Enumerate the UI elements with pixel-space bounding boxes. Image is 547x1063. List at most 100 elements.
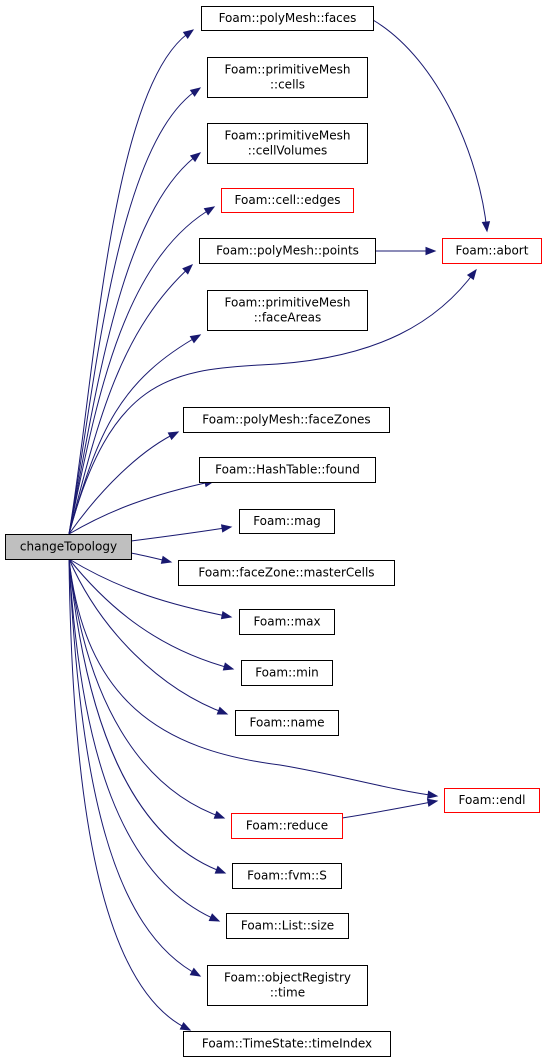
node-cellEdges[interactable]: Foam::cell::edges (221, 188, 354, 213)
node-label: Foam::List::size (241, 919, 334, 933)
node-box (207, 123, 368, 164)
edge-arrowhead (182, 29, 195, 39)
edge-line (68, 264, 193, 535)
node-label: Foam::primitiveMesh (225, 129, 351, 143)
edge-root-to-faceZones (68, 431, 180, 535)
edge-arrowhead (189, 152, 202, 163)
node-label: Foam::name (250, 716, 325, 730)
edge-line (68, 29, 194, 535)
node-box (221, 188, 354, 213)
edge-root-to-points (68, 264, 194, 535)
edge-line (68, 558, 225, 819)
edge-root-to-cells (68, 87, 202, 535)
node-faceAreas[interactable]: Foam::primitiveMesh::faceAreas (207, 290, 368, 331)
node-box (207, 290, 368, 331)
node-box (442, 238, 542, 264)
node-name[interactable]: Foam::name (235, 710, 339, 736)
edge-root-to-found (68, 478, 216, 535)
node-cells[interactable]: Foam::primitiveMesh::cells (207, 57, 368, 98)
edge-root-to-endl (68, 558, 439, 799)
node-label: Foam::primitiveMesh (225, 63, 351, 77)
node-box (199, 457, 376, 483)
edge-line (68, 152, 201, 535)
edge-line (68, 558, 438, 797)
node-cellVolumes[interactable]: Foam::primitiveMesh::cellVolumes (207, 123, 368, 164)
node-box (183, 1031, 391, 1057)
node-label: Foam::max (253, 615, 320, 629)
node-fvmS[interactable]: Foam::fvm::S (232, 863, 342, 889)
node-timeIndex[interactable]: Foam::TimeState::timeIndex (183, 1031, 391, 1057)
node-max[interactable]: Foam::max (239, 609, 335, 635)
edge-line (372, 19, 488, 232)
node-label: Foam::mag (253, 514, 321, 528)
node-label: Foam::min (255, 666, 319, 680)
edge-reduce-to-endl (341, 798, 439, 819)
node-points[interactable]: Foam::polyMesh::points (199, 238, 376, 264)
node-box (5, 534, 132, 560)
node-label: ::faceAreas (254, 311, 322, 325)
node-root[interactable]: changeTopology (5, 534, 132, 560)
node-label: ::time (270, 986, 305, 1000)
edge-arrowhead (220, 610, 233, 620)
node-masterCells[interactable]: Foam::faceZone::masterCells (178, 560, 395, 586)
node-found[interactable]: Foam::HashTable::found (199, 457, 376, 483)
node-box (239, 509, 335, 534)
edge-arrowhead (216, 706, 229, 715)
node-endl[interactable]: Foam::endl (444, 788, 540, 813)
node-label: Foam::cell::edges (235, 193, 341, 207)
node-reduce[interactable]: Foam::reduce (231, 813, 343, 839)
edge-arrowhead (466, 268, 477, 281)
node-label: Foam::abort (456, 244, 529, 258)
edge-line (68, 558, 228, 715)
node-label: Foam::endl (459, 793, 526, 807)
node-label: Foam::polyMesh::faces (219, 11, 357, 25)
node-faceZones[interactable]: Foam::polyMesh::faceZones (183, 407, 390, 433)
node-label: Foam::reduce (246, 819, 328, 833)
edge-arrowhead (189, 967, 202, 977)
node-box (207, 57, 368, 98)
node-label: Foam::HashTable::found (215, 463, 360, 477)
node-abort[interactable]: Foam::abort (442, 238, 542, 264)
node-faces[interactable]: Foam::polyMesh::faces (201, 6, 374, 31)
edge-arrowhead (213, 810, 226, 819)
node-box (231, 813, 343, 839)
edge-arrowhead (222, 662, 235, 671)
node-size[interactable]: Foam::List::size (226, 913, 349, 939)
edge-arrowhead (182, 264, 194, 275)
call-graph-nodes: changeTopology Foam::polyMesh::facesFoam:… (5, 6, 542, 1057)
edge-arrowhead (189, 87, 202, 97)
edge-root-to-faceAreas (68, 334, 202, 535)
edge-root-to-time (68, 558, 202, 977)
node-label: Foam::faceZone::masterCells (198, 566, 374, 580)
node-label: Foam::polyMesh::faceZones (202, 413, 370, 427)
node-time[interactable]: Foam::objectRegistry::time (207, 965, 368, 1006)
node-mag[interactable]: Foam::mag (239, 509, 335, 534)
edge-root-to-faces (68, 29, 195, 535)
node-min[interactable]: Foam::min (241, 660, 333, 686)
edge-arrowhead (220, 524, 233, 533)
edge-faces-to-abort (372, 19, 491, 233)
node-box (232, 863, 342, 889)
edge-line (68, 87, 201, 535)
edge-root-to-abort (68, 268, 477, 535)
edge-line (68, 269, 477, 535)
edge-root-to-cellEdges (68, 206, 216, 535)
edge-line (68, 334, 201, 535)
edge-line (68, 558, 220, 922)
edge-line (68, 558, 234, 670)
node-label: Foam::fvm::S (247, 869, 327, 883)
call-graph-edges (68, 19, 491, 1031)
edge-root-to-fvmS (68, 558, 227, 874)
node-box (178, 560, 395, 586)
edge-root-to-min (68, 558, 235, 671)
node-box (444, 788, 540, 813)
node-box (183, 407, 390, 433)
edge-line (68, 431, 179, 535)
node-box (226, 913, 349, 939)
node-label: ::cellVolumes (248, 144, 328, 158)
edge-arrowhead (481, 221, 491, 233)
edge-root-to-cellVolumes (68, 152, 202, 535)
edge-arrowhead (208, 913, 221, 922)
edge-arrowhead (203, 206, 216, 216)
